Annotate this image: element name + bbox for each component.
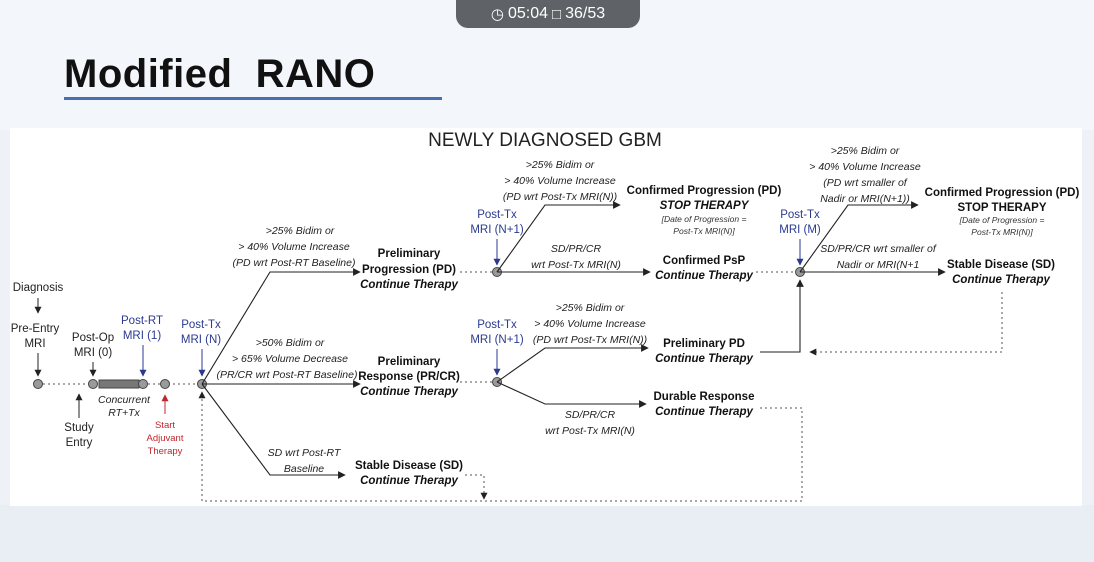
confirmed-progression-2-title: Confirmed Progression (PD) <box>925 187 1080 199</box>
confirmed-progression-1-date: [Date of Progression = <box>661 214 747 224</box>
sd-pr-cr-upper-1: SD/PR/CR <box>551 243 602 255</box>
prelim-pd-title: Preliminary PD <box>663 338 745 350</box>
m-pd-criteria-1: >25% Bidim or <box>831 145 900 157</box>
post-tx-n-label: Post-Tx <box>181 319 221 331</box>
prelim-response-title-2: Response (PR/CR) <box>358 371 460 383</box>
sd-pr-cr-upper-2: wrt Post-Tx MRI(N) <box>531 259 621 271</box>
pre-entry-label: Pre-Entry <box>11 323 60 335</box>
sd-criteria-2: Baseline <box>284 463 324 475</box>
pre-entry-label-2: MRI <box>24 338 45 350</box>
branch-lines-m <box>799 201 946 276</box>
post-rt-label-2: MRI (1) <box>123 330 162 342</box>
pd-criteria-3: (PD wrt Post-RT Baseline) <box>233 257 356 269</box>
diagram-heading: NEWLY DIAGNOSED GBM <box>428 130 662 151</box>
prelim-response-action: Continue Therapy <box>360 386 458 398</box>
presentation-timer-bar[interactable]: ◷ 05:04 □ 36/53 <box>456 0 640 28</box>
concurrent-label-2: RT+Tx <box>108 407 140 419</box>
lower-pd-criteria-3: (PD wrt Post-Tx MRI(N)) <box>533 334 647 346</box>
prelim-response-title: Preliminary <box>378 356 441 368</box>
upper-pd-criteria-1: >25% Bidim or <box>526 159 595 171</box>
durable-response-title: Durable Response <box>654 391 755 403</box>
start-adjuvant-label-2: Adjuvant <box>147 433 184 444</box>
confirmed-progression-1-date-2: Post-Tx MRI(N)] <box>673 226 735 236</box>
timer-text: 05:04 <box>507 5 549 22</box>
connector-dots <box>460 271 795 383</box>
prelim-progression-title: Preliminary <box>378 248 441 260</box>
slide-title: Modified RANO <box>64 52 376 96</box>
upper-pd-criteria-3: (PD wrt Post-Tx MRI(N)) <box>503 191 617 203</box>
prelim-pd-action: Continue Therapy <box>655 353 753 365</box>
dotted-return-loops <box>198 292 1003 502</box>
prelim-progression-action: Continue Therapy <box>360 279 458 291</box>
confirmed-psp-action: Continue Therapy <box>655 270 753 282</box>
m-sd-criteria-1: SD/PR/CR wrt smaller of <box>820 243 937 255</box>
stable-disease-1-title: Stable Disease (SD) <box>355 460 463 472</box>
study-entry-label: Study <box>64 422 94 434</box>
post-rt-label: Post-RT <box>121 315 163 327</box>
pd-criteria-1: >25% Bidim or <box>266 225 335 237</box>
m-pd-criteria-4: Nadir or MRI(N+1)) <box>820 193 910 205</box>
start-adjuvant-label: Start <box>155 420 175 431</box>
prelim-progression-title-2: Progression (PD) <box>362 264 456 276</box>
branch-lines-n1 <box>496 201 651 408</box>
post-tx-n1-lower-label: Post-Tx <box>477 319 517 331</box>
sd-pr-cr-lower-2: wrt Post-Tx MRI(N) <box>545 425 635 437</box>
durable-response-action: Continue Therapy <box>655 406 753 418</box>
m-pd-criteria-3: (PD wrt smaller of <box>823 177 908 189</box>
response-criteria-2: > 65% Volume Decrease <box>232 353 348 365</box>
pd-criteria-2: > 40% Volume Increase <box>238 241 350 253</box>
branch-lines-n <box>201 268 361 479</box>
slide-background-bottom <box>0 505 1094 562</box>
post-tx-n1-upper-label: Post-Tx <box>477 209 517 221</box>
concurrent-label: Concurrent <box>98 394 151 406</box>
m-pd-criteria-2: > 40% Volume Increase <box>809 161 921 173</box>
post-op-label-2: MRI (0) <box>74 347 113 359</box>
post-tx-n-label-2: MRI (N) <box>181 334 221 346</box>
sd-criteria-1: SD wrt Post-RT <box>268 447 342 459</box>
clock-icon: ◷ <box>490 6 504 23</box>
confirmed-progression-1-action: STOP THERAPY <box>660 200 750 212</box>
confirmed-progression-2-date-2: Post-Tx MRI(N)] <box>971 227 1033 237</box>
post-tx-n1-lower-label-2: MRI (N+1) <box>470 334 524 346</box>
slide-icon: □ <box>552 5 562 23</box>
lower-pd-criteria-2: > 40% Volume Increase <box>534 318 646 330</box>
start-adjuvant-label-3: Therapy <box>148 446 183 457</box>
post-tx-n1-upper-label-2: MRI (N+1) <box>470 224 524 236</box>
confirmed-psp-title: Confirmed PsP <box>663 255 746 267</box>
post-tx-m-label: Post-Tx <box>780 209 820 221</box>
response-criteria-3: (PR/CR wrt Post-RT Baseline) <box>216 369 357 381</box>
sd-pr-cr-lower-1: SD/PR/CR <box>565 409 616 421</box>
diagnosis-label: Diagnosis <box>13 282 64 294</box>
study-entry-label-2: Entry <box>66 437 93 449</box>
timeline-axis <box>38 379 200 389</box>
stable-disease-2-action: Continue Therapy <box>952 274 1050 286</box>
lower-pd-criteria-1: >25% Bidim or <box>556 302 625 314</box>
response-criteria-1: >50% Bidim or <box>256 337 325 349</box>
post-op-label: Post-Op <box>72 332 114 344</box>
stable-disease-2-title: Stable Disease (SD) <box>947 259 1055 271</box>
m-sd-criteria-2: Nadir or MRI(N+1 <box>837 259 920 271</box>
diagram-panel <box>10 128 1082 506</box>
upper-pd-criteria-2: > 40% Volume Increase <box>504 175 616 187</box>
title-underline <box>64 97 442 100</box>
post-tx-m-label-2: MRI (M) <box>779 224 821 236</box>
confirmed-progression-1-title: Confirmed Progression (PD) <box>627 185 782 197</box>
confirmed-progression-2-action: STOP THERAPY <box>957 202 1046 214</box>
confirmed-progression-2-date: [Date of Progression = <box>959 215 1045 225</box>
m-connectors <box>760 279 804 353</box>
stable-disease-1-action: Continue Therapy <box>360 475 458 487</box>
slide-counter: 36/53 <box>565 5 606 22</box>
